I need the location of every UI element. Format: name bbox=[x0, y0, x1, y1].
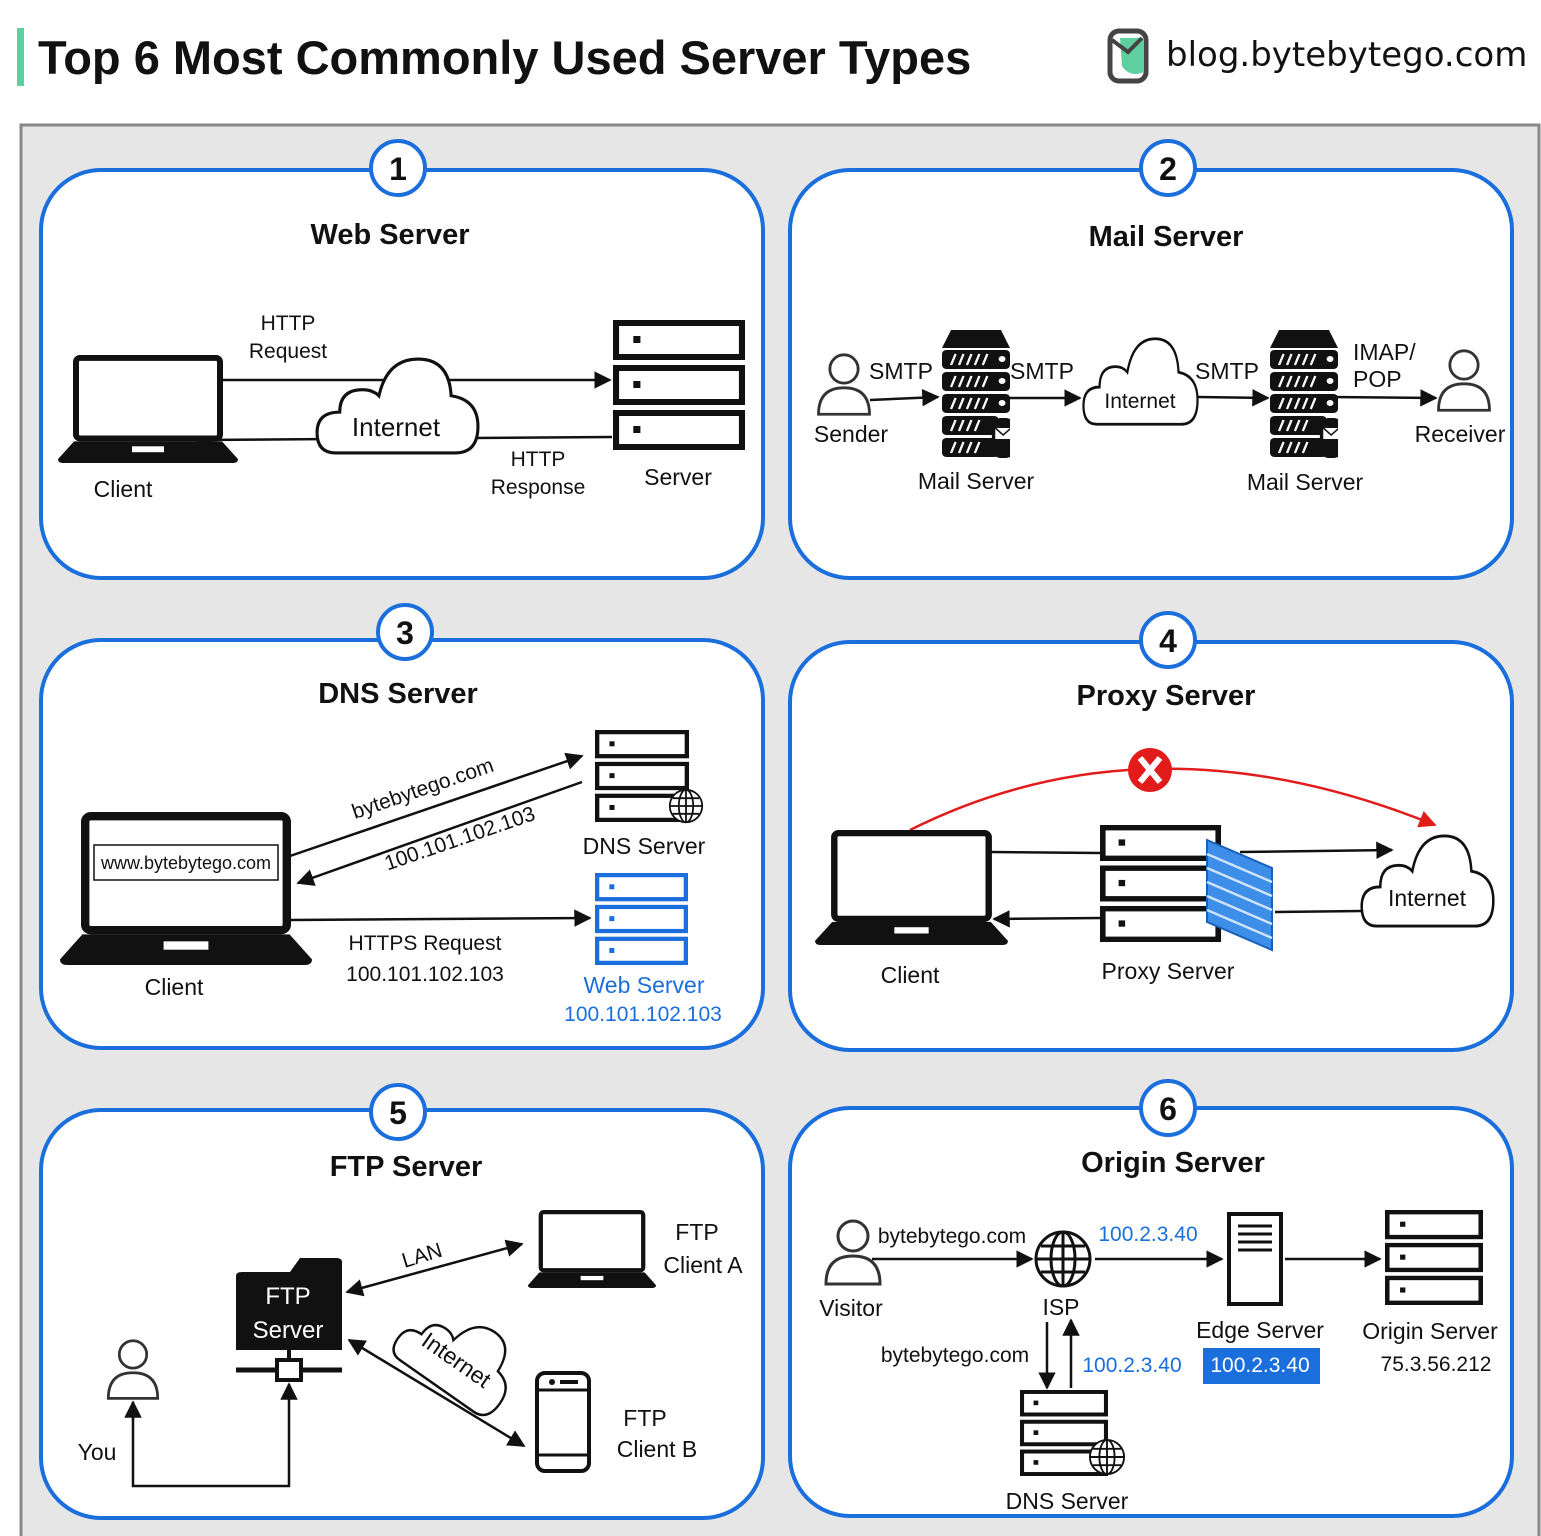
label: SMTP bbox=[1010, 358, 1074, 384]
proxy-server-icon bbox=[1103, 828, 1218, 940]
label: POP bbox=[1353, 366, 1402, 392]
label: 100.101.102.103 bbox=[346, 963, 504, 986]
label: Server bbox=[253, 1317, 324, 1344]
label: Client bbox=[94, 476, 153, 502]
label: DNS Server bbox=[583, 833, 706, 859]
url-bar bbox=[93, 844, 279, 881]
bytebytego-logo-icon bbox=[1107, 28, 1149, 84]
label: Server bbox=[644, 464, 712, 490]
label: 100.2.3.40 bbox=[1082, 1354, 1181, 1377]
label: Proxy Server bbox=[1077, 680, 1256, 712]
label: Client bbox=[145, 974, 204, 1000]
label: SMTP bbox=[869, 358, 933, 384]
globe-icon bbox=[668, 788, 704, 824]
label: Mail Server bbox=[1089, 221, 1244, 253]
label: You bbox=[78, 1439, 117, 1465]
label: Client B bbox=[617, 1436, 698, 1462]
blocked-x-icon bbox=[1128, 748, 1172, 792]
label: Proxy Server bbox=[1102, 958, 1235, 984]
label: SMTP bbox=[1195, 358, 1259, 384]
badge-3: 3 bbox=[396, 615, 414, 651]
label: Internet bbox=[352, 412, 441, 442]
laptop-icon bbox=[60, 816, 312, 965]
label: Mail Server bbox=[1247, 469, 1364, 495]
label: bytebytego.com bbox=[881, 1344, 1029, 1367]
globe-icon bbox=[1088, 1438, 1126, 1476]
label: Visitor bbox=[819, 1295, 883, 1321]
label: 75.3.56.212 bbox=[1381, 1353, 1492, 1376]
title-accent-bar bbox=[17, 28, 24, 86]
panel-title: Web Server bbox=[310, 219, 469, 251]
laptop-icon bbox=[528, 1212, 656, 1288]
label: Internet bbox=[1388, 885, 1467, 911]
badge-6: 6 bbox=[1159, 1091, 1177, 1127]
origin-server-diagram: Origin Server bytebytego.com 100.2.3.40 … bbox=[819, 1147, 1498, 1514]
label: Request bbox=[249, 340, 327, 363]
web-server-diagram: Web Server Internet HTTP Request HTTP Re… bbox=[58, 219, 742, 502]
label: Sender bbox=[814, 421, 889, 447]
label: Internet bbox=[1104, 390, 1175, 413]
label: DNS Server bbox=[1006, 1488, 1129, 1514]
firewall-icon bbox=[1206, 838, 1273, 952]
label: Client bbox=[881, 962, 940, 988]
url-text: www.bytebytego.com bbox=[100, 853, 271, 873]
label: HTTP bbox=[511, 448, 566, 471]
label: FTP bbox=[675, 1219, 718, 1245]
badge-2: 2 bbox=[1159, 151, 1177, 187]
label: FTP bbox=[265, 1283, 310, 1310]
laptop-icon bbox=[815, 833, 1008, 945]
label: Origin Server bbox=[1362, 1318, 1498, 1344]
label: Origin Server bbox=[1081, 1147, 1265, 1179]
badge-5: 5 bbox=[389, 1095, 407, 1131]
label: HTTPS Request bbox=[349, 932, 502, 955]
label: FTP bbox=[623, 1405, 666, 1431]
label: HTTP bbox=[261, 312, 316, 335]
label: 100.2.3.40 bbox=[1098, 1223, 1197, 1246]
label: 100.101.102.103 bbox=[564, 1003, 722, 1026]
label: Response bbox=[491, 476, 586, 499]
badge-4: 4 bbox=[1159, 623, 1177, 659]
label: DNS Server bbox=[318, 678, 478, 710]
edge-server-icon bbox=[1227, 1212, 1283, 1306]
label: Web Server bbox=[583, 972, 704, 998]
label: Client A bbox=[663, 1252, 743, 1278]
label: FTP Server bbox=[330, 1151, 483, 1183]
label: Mail Server bbox=[918, 468, 1035, 494]
label: 100.2.3.40 bbox=[1210, 1354, 1309, 1377]
ftp-server-diagram: FTP Server FTP Server LAN Internet FTP C… bbox=[78, 1151, 743, 1488]
laptop-icon bbox=[58, 358, 238, 463]
label: ISP bbox=[1042, 1294, 1079, 1320]
badge-1: 1 bbox=[389, 151, 407, 187]
ftp-server-folder-icon bbox=[236, 1258, 342, 1350]
proxy-server-diagram: Proxy Server Internet Client Proxy Serve… bbox=[815, 680, 1495, 988]
label: Edge Server bbox=[1196, 1317, 1324, 1343]
web-server-icon bbox=[597, 875, 686, 963]
origin-server-icon bbox=[1387, 1212, 1480, 1303]
label: bytebytego.com bbox=[878, 1225, 1026, 1248]
phone-icon bbox=[535, 1371, 591, 1473]
server-icon bbox=[616, 323, 742, 447]
mail-server-diagram: Mail Server SMTP SMTP SMTP Internet IMAP… bbox=[814, 221, 1506, 495]
network-connector-icon bbox=[236, 1350, 342, 1382]
isp-globe-icon bbox=[1034, 1230, 1092, 1288]
label: IMAP/ bbox=[1353, 339, 1416, 365]
label: Receiver bbox=[1415, 421, 1506, 447]
brand-link[interactable]: blog.bytebytego.com bbox=[1166, 35, 1527, 75]
page-title: Top 6 Most Commonly Used Server Types bbox=[38, 31, 971, 84]
number-badges: 1 2 3 4 5 6 bbox=[369, 139, 1197, 1141]
edge-ip-highlight bbox=[1203, 1348, 1320, 1384]
